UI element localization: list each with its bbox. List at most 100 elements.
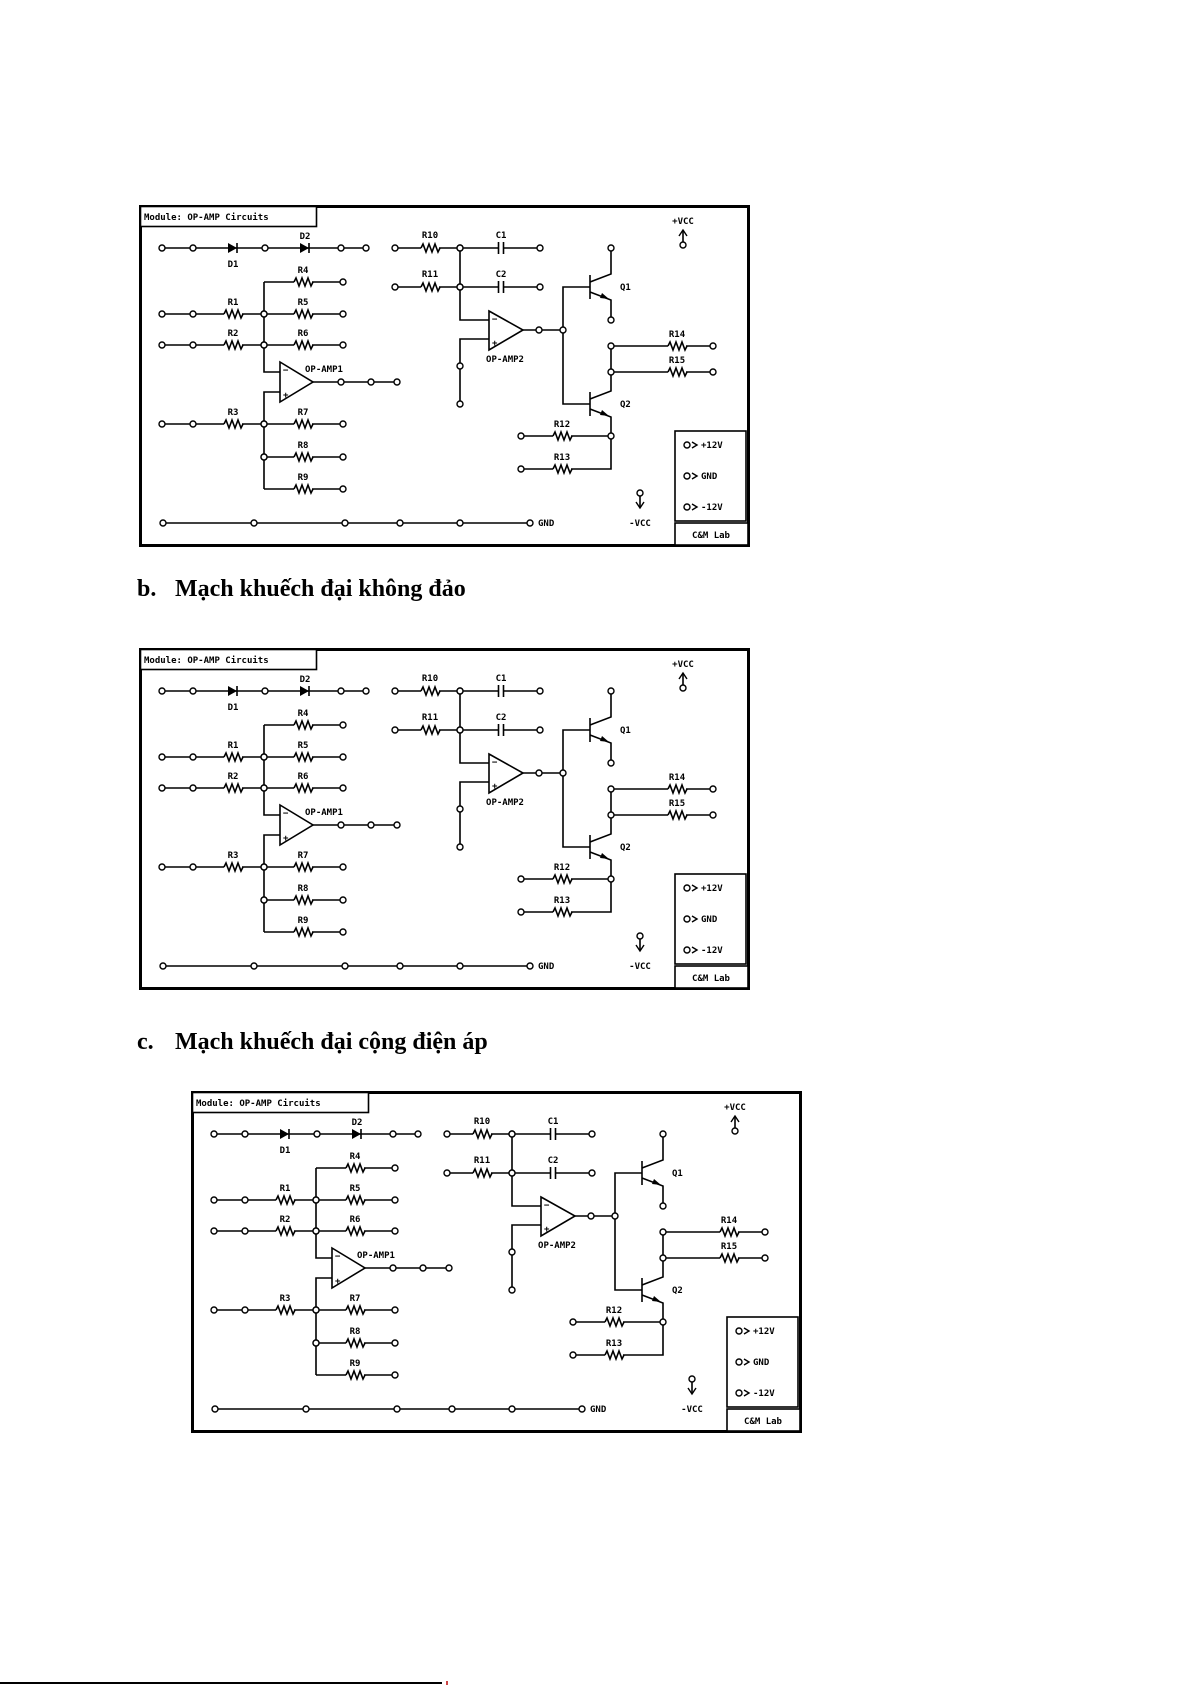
resistor-symbol <box>293 275 314 289</box>
terminal-node <box>588 1169 596 1177</box>
terminal-node <box>611 1212 619 1220</box>
label-opamp1: OP-AMP1 <box>305 808 343 818</box>
terminal-node <box>339 485 347 493</box>
resistor-symbol <box>293 417 314 431</box>
terminal-node <box>210 1130 218 1138</box>
label-r10: R10 <box>474 1117 490 1127</box>
terminal-node <box>448 1405 456 1413</box>
resistor-symbol <box>223 781 244 795</box>
resistor-symbol <box>293 781 314 795</box>
label-c2: C2 <box>496 713 507 723</box>
resistor-symbol <box>345 1161 366 1175</box>
resistor-symbol <box>604 1315 625 1329</box>
terminal-node <box>260 453 268 461</box>
wire <box>562 286 590 405</box>
label-r7: R7 <box>350 1294 361 1304</box>
label-opamp2: OP-AMP2 <box>538 1241 576 1251</box>
terminal-node <box>679 684 687 692</box>
terminal-node <box>189 420 197 428</box>
terminal-node <box>578 1405 586 1413</box>
terminal-node <box>536 283 544 291</box>
section-title: Mạch khuếch đại không đảo <box>175 576 466 602</box>
module-title: Module: OP-AMP Circuits <box>144 655 269 666</box>
power-connector-icon <box>691 472 699 480</box>
label-c1: C1 <box>548 1117 559 1127</box>
label-r6: R6 <box>298 772 309 782</box>
label-q1: Q1 <box>672 1169 683 1179</box>
wire <box>459 691 489 764</box>
label-d2: D2 <box>352 1118 363 1128</box>
terminal-node <box>456 843 464 851</box>
terminal-node <box>443 1130 451 1138</box>
label-power_gnd: GND <box>701 472 718 482</box>
label-power_pos: +12V <box>753 1327 775 1337</box>
wire <box>641 1177 664 1206</box>
terminal-node <box>607 875 615 883</box>
label-q2: Q2 <box>620 843 631 853</box>
terminal-node <box>260 863 268 871</box>
wire <box>459 781 489 847</box>
label-gnd: GND <box>538 962 555 972</box>
label-opamp1: OP-AMP1 <box>305 365 343 375</box>
terminal-node <box>607 759 615 767</box>
label-r10: R10 <box>422 674 438 684</box>
terminal-node <box>312 1306 320 1314</box>
resistor-symbol <box>293 307 314 321</box>
terminal-node <box>607 368 615 376</box>
terminal-node <box>588 1130 596 1138</box>
terminal-node <box>709 342 717 350</box>
terminal-node <box>636 489 644 497</box>
label-q1: Q1 <box>620 283 631 293</box>
terminal-node <box>337 244 345 252</box>
resistor-symbol <box>472 1127 493 1141</box>
terminal-node <box>683 884 691 892</box>
opamp-plus: + <box>335 1277 341 1287</box>
label-r8: R8 <box>298 884 309 894</box>
opamp-symbol <box>540 1195 577 1238</box>
label-vcc_neg: -VCC <box>681 1405 703 1415</box>
terminal-node <box>731 1127 739 1135</box>
label-power_pos: +12V <box>701 884 723 894</box>
arrow-down-icon <box>635 944 645 953</box>
label-r13: R13 <box>606 1339 622 1349</box>
label-r5: R5 <box>350 1184 361 1194</box>
terminal-node <box>241 1227 249 1235</box>
resistor-symbol <box>223 338 244 352</box>
terminal-node <box>688 1375 696 1383</box>
terminal-node <box>607 342 615 350</box>
label-power_gnd: GND <box>701 915 718 925</box>
terminal-node <box>341 519 349 527</box>
terminal-node <box>607 432 615 440</box>
terminal-node <box>339 753 347 761</box>
resistor-symbol <box>293 450 314 464</box>
q1-emitter-arrow <box>600 293 609 299</box>
label-vcc_neg: -VCC <box>629 519 651 529</box>
label-r7: R7 <box>298 851 309 861</box>
terminal-node <box>391 687 399 695</box>
wire <box>589 691 612 726</box>
module-frame <box>191 1091 802 1433</box>
label-power_neg: -12V <box>701 503 723 513</box>
opamp-minus: − <box>335 1252 341 1262</box>
label-r2: R2 <box>280 1215 291 1225</box>
wire <box>511 1224 541 1290</box>
wire <box>459 338 489 404</box>
q2-emitter-arrow <box>652 1296 661 1302</box>
label-r11: R11 <box>474 1156 490 1166</box>
terminal-node <box>339 863 347 871</box>
opamp-symbol <box>279 360 315 404</box>
terminal-node <box>536 687 544 695</box>
terminal-node <box>158 244 166 252</box>
terminal-node <box>261 244 269 252</box>
wire <box>589 248 612 283</box>
label-q1: Q1 <box>620 726 631 736</box>
resistor-symbol <box>719 1225 740 1239</box>
terminal-node <box>159 962 167 970</box>
label-r8: R8 <box>350 1327 361 1337</box>
terminal-node <box>709 368 717 376</box>
terminal-node <box>367 821 375 829</box>
terminal-node <box>158 420 166 428</box>
terminal-node <box>337 378 345 386</box>
terminal-node <box>241 1306 249 1314</box>
